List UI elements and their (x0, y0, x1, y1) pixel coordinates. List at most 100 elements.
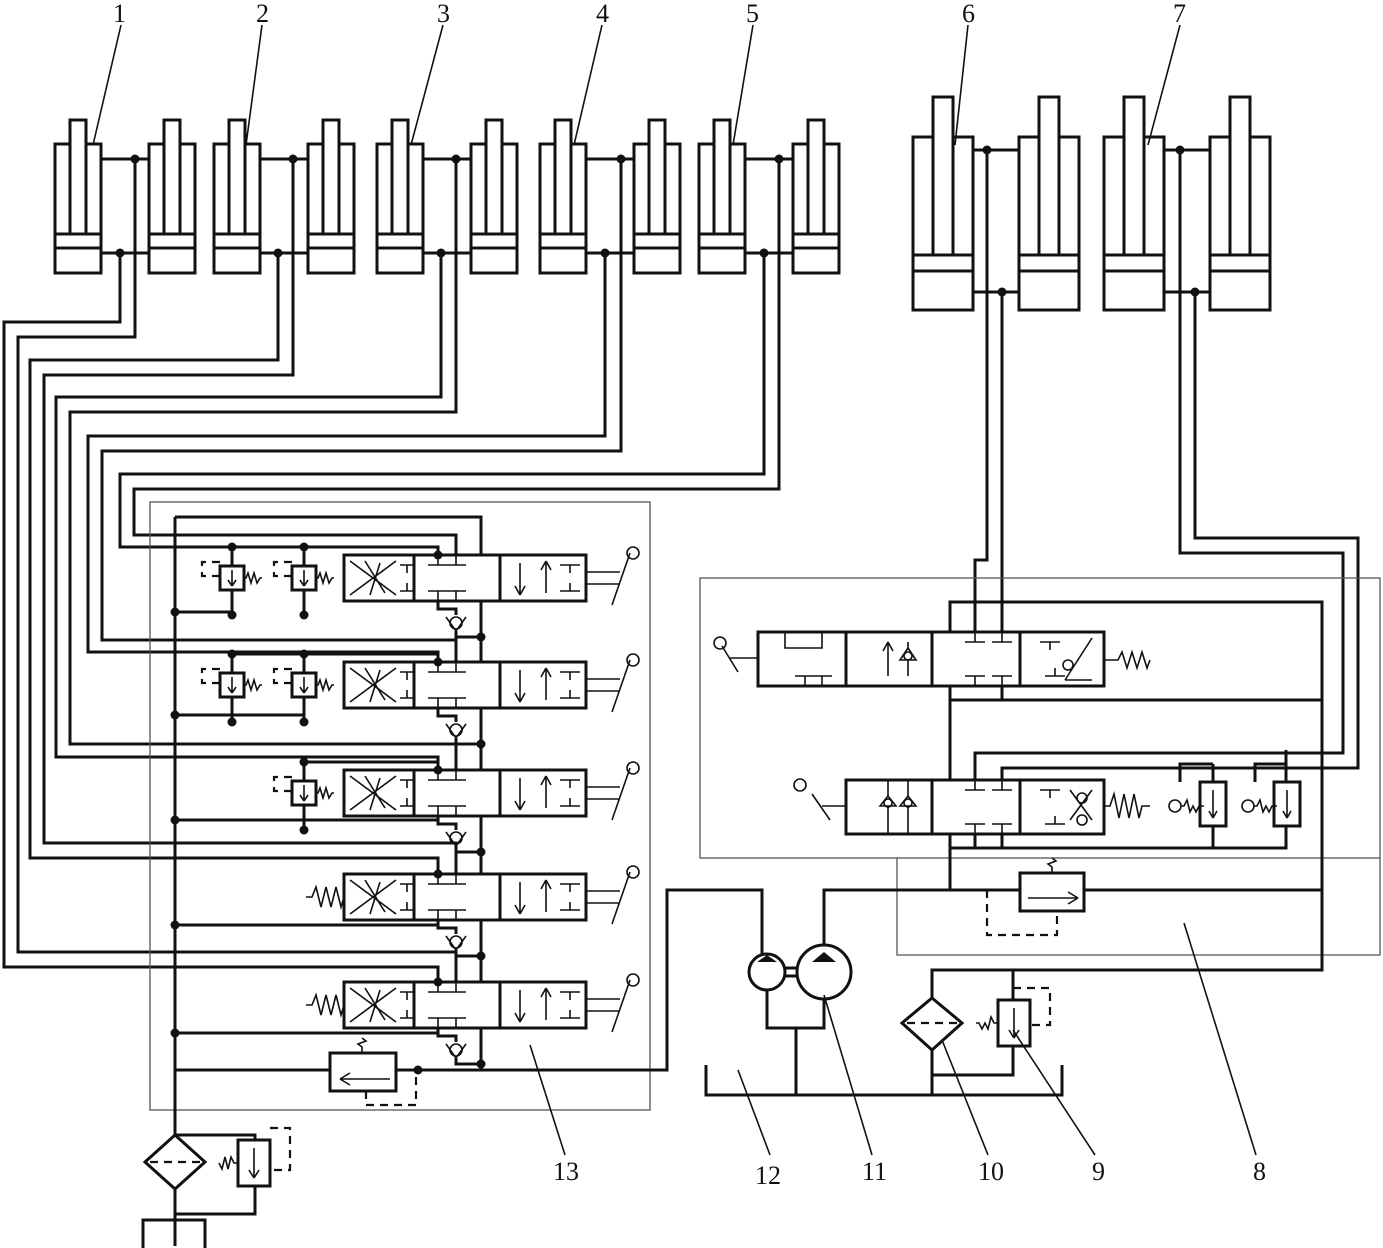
cylinder-pair-1 (53, 118, 197, 275)
hand-lever (586, 979, 631, 1033)
label-3: 3 (437, 0, 450, 28)
piston-rod (806, 118, 826, 236)
cross-link (260, 157, 308, 255)
piston-rod (712, 118, 732, 236)
junction-dot (170, 710, 180, 720)
piston (53, 232, 103, 250)
valve-arrow (227, 677, 237, 694)
block-8-outline (699, 577, 1381, 859)
cylinder-pair-6 (911, 95, 1081, 312)
cross-link (973, 148, 1019, 294)
piston-rod (162, 118, 182, 236)
piston-rod (227, 118, 247, 236)
cross-link (101, 157, 149, 255)
return-line (454, 950, 481, 958)
junction-dot (170, 920, 180, 930)
piston (212, 232, 262, 250)
piston-rod (553, 118, 573, 236)
block-symbol (560, 991, 580, 1019)
valve-spring (244, 570, 262, 586)
flow-arrows (514, 775, 552, 811)
block-symbol (400, 564, 414, 592)
cylinder-right (1017, 95, 1081, 312)
lever-knob (626, 653, 640, 667)
block-symbol (560, 779, 580, 807)
block-symbol (560, 564, 580, 592)
piston-rod (931, 95, 955, 257)
valve-arrow (299, 570, 309, 587)
block-8-upper-valve (713, 600, 1324, 890)
pilot-line (272, 775, 292, 793)
flow-arrows (514, 560, 552, 596)
block-8-pressure-valves (1168, 750, 1302, 848)
neutral-ports (428, 874, 466, 920)
junction-dot (170, 1028, 180, 1038)
valve-spring (316, 677, 334, 693)
large-cylinders-6-7 (911, 95, 1272, 312)
cross-flow-symbol (349, 667, 397, 703)
piston (1102, 253, 1166, 273)
directional-valve (342, 660, 588, 710)
cylinder-pair-4 (538, 118, 682, 275)
piston (791, 232, 841, 250)
piston-rod (1122, 95, 1146, 257)
label-9: 9 (1092, 1157, 1105, 1186)
check-ball (449, 616, 463, 630)
lever-knob (626, 973, 640, 987)
valve-spring (316, 785, 334, 801)
label-4: 4 (596, 0, 609, 28)
spring (306, 992, 345, 1019)
piston-rod (647, 118, 667, 236)
label-7: 7 (1173, 0, 1186, 28)
label-8: 8 (1253, 1157, 1266, 1186)
cross-flow-symbol (349, 560, 397, 596)
return-line (454, 846, 481, 854)
return-line (454, 631, 481, 639)
valve-row-2 (170, 649, 640, 749)
check-ball (449, 935, 463, 949)
junction-dot (476, 951, 486, 961)
flow-arrows (514, 879, 552, 915)
pilot-line (200, 560, 220, 578)
cylinder-left (538, 118, 588, 275)
label-2: 2 (256, 0, 269, 28)
junction-dot (433, 657, 443, 667)
label-10: 10 (978, 1157, 1004, 1186)
piston-rod (1228, 95, 1252, 257)
return-line (454, 738, 481, 746)
cylinder-right (791, 118, 841, 275)
pressure-valve (200, 542, 262, 620)
block-symbol (560, 671, 580, 699)
valve-divider (412, 874, 502, 920)
label-12: 12 (755, 1161, 781, 1190)
lever-knob (626, 546, 640, 560)
cylinder-left (1102, 95, 1166, 312)
flow-arrows (514, 987, 552, 1023)
label-13: 13 (553, 1157, 579, 1186)
piston (911, 253, 975, 273)
cylinder-left (212, 118, 262, 275)
piston (1017, 253, 1081, 273)
cylinder-right (469, 118, 519, 275)
lever-knob (626, 865, 640, 879)
pressure-valve (200, 649, 262, 727)
block-symbol (400, 883, 414, 911)
pilot-line (272, 667, 292, 685)
valve-spring (244, 677, 262, 693)
valve-arrow (299, 785, 309, 802)
valve-arrow (227, 570, 237, 587)
block-symbol (400, 991, 414, 1019)
piston-rod (1037, 95, 1061, 257)
junction-dot (476, 1059, 486, 1069)
cylinder-pair-3 (375, 118, 519, 275)
label-5: 5 (746, 0, 759, 28)
labels: 1 2 3 4 5 6 7 8 9 10 11 12 13 (113, 0, 1266, 1190)
block-13-outline (149, 501, 651, 1111)
piston (147, 232, 197, 250)
junction-dot (299, 610, 309, 620)
piston (632, 232, 682, 250)
piston (306, 232, 356, 250)
valve-rows-block-13 (170, 542, 640, 1069)
directional-valve (342, 980, 588, 1030)
cross-link (745, 157, 793, 255)
